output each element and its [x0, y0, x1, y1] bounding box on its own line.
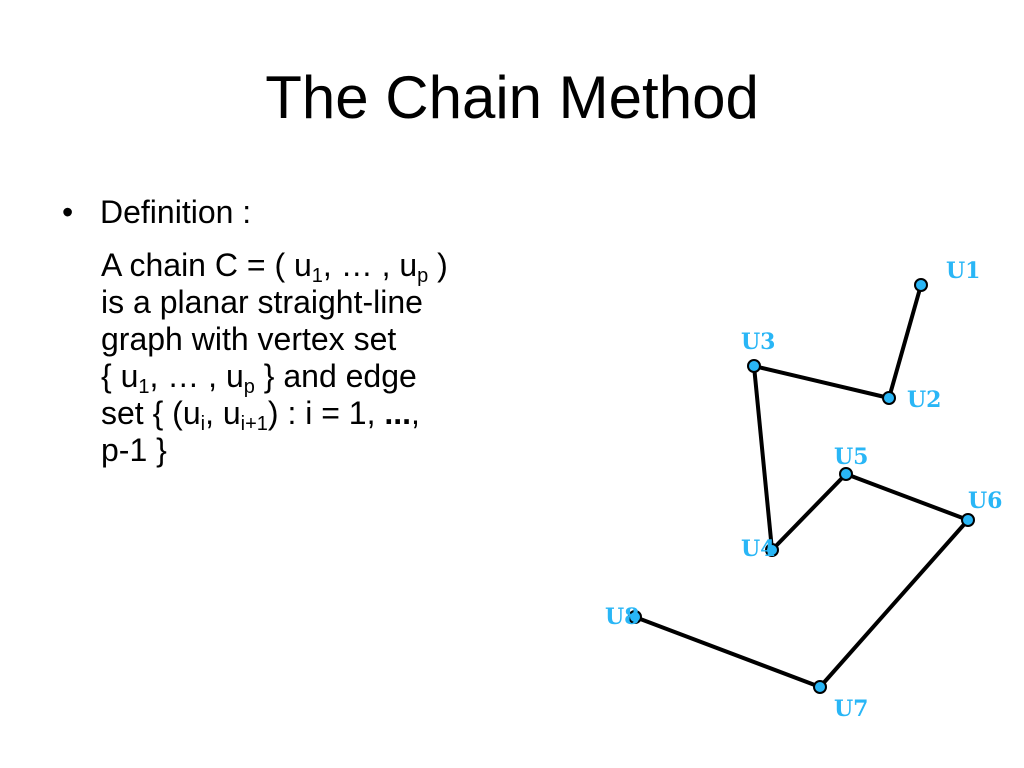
slide-title: The Chain Method	[265, 64, 759, 131]
definition-line-3: graph with vertex set	[101, 321, 397, 357]
chain-edge-1-2	[887, 283, 923, 400]
definition-line-4: { u1, … , up } and edge	[101, 358, 417, 398]
chain-edge-3-4	[752, 364, 774, 552]
definition-line-5: set { (ui, ui+1) : i = 1, ...,	[101, 395, 420, 435]
vertex-u2	[882, 391, 896, 405]
vertex-label-u1: U1	[946, 258, 981, 284]
vertex-label-u7: U7	[834, 696, 869, 722]
chain-edge-5-6	[844, 472, 970, 522]
vertex-u5	[839, 467, 853, 481]
definition-text: A chain C = ( u1, … , up ) is a planar s…	[101, 247, 551, 469]
chain-edge-7-8	[633, 615, 822, 689]
definition-line-6: p-1 }	[101, 432, 167, 468]
vertex-label-u5: U5	[834, 444, 869, 470]
vertex-label-u6: U6	[968, 488, 1003, 514]
vertex-u7	[813, 680, 827, 694]
bullet-icon: •	[62, 194, 74, 230]
chain-edge-4-5	[770, 472, 848, 552]
vertex-u1	[914, 278, 928, 292]
definition-line-1: A chain C = ( u1, … , up )	[101, 247, 448, 287]
vertex-u8	[628, 610, 642, 624]
vertex-label-u4: U4	[741, 536, 776, 562]
vertex-u6	[961, 513, 975, 527]
chain-vertices	[628, 278, 975, 694]
chain-edge-2-3	[752, 364, 891, 400]
chain-edges	[633, 283, 970, 689]
vertex-label-u2: U2	[907, 387, 942, 413]
chain-edge-6-7	[818, 518, 970, 689]
definition-line-2: is a planar straight-line	[101, 284, 423, 320]
vertex-u4	[765, 543, 779, 557]
bullet-definition: • Definition :	[62, 190, 251, 234]
bullet-label: Definition :	[100, 194, 252, 230]
vertex-label-u3: U3	[741, 329, 776, 355]
vertex-label-u8: U8	[605, 604, 640, 630]
vertex-u3	[747, 359, 761, 373]
